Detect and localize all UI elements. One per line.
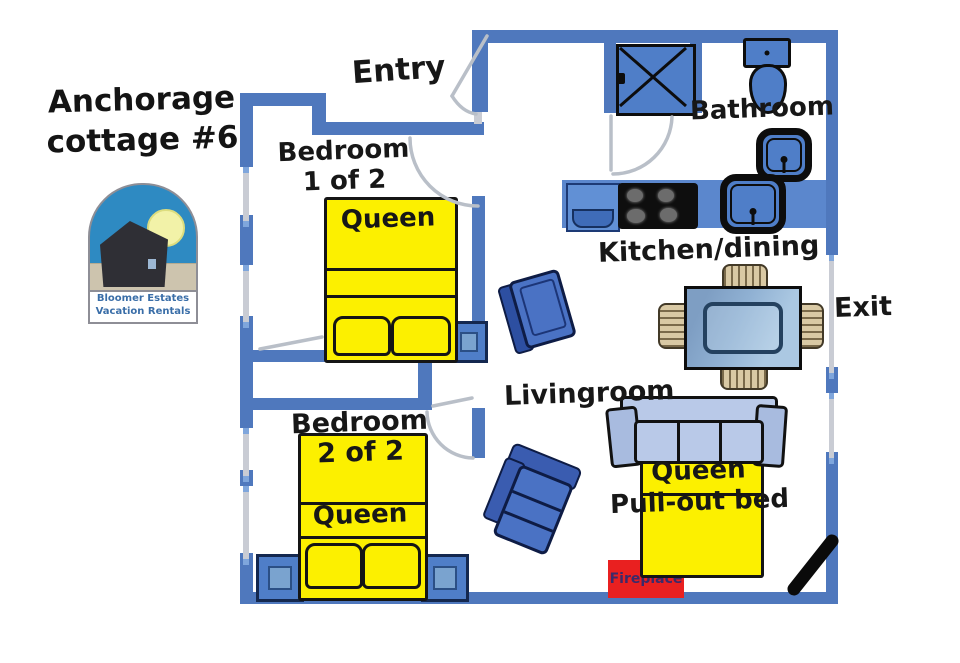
wall-segment bbox=[240, 316, 253, 428]
window-segment bbox=[829, 255, 834, 379]
page-title-line1: Anchorage bbox=[47, 79, 236, 121]
window-segment bbox=[243, 167, 249, 227]
pullout-bed bbox=[640, 458, 764, 578]
brand-name: Bloomer Estates Vacation Rentals bbox=[88, 290, 198, 324]
pillow bbox=[391, 316, 451, 356]
armchair bbox=[496, 268, 578, 356]
pillow bbox=[333, 316, 391, 356]
armchair-cushion bbox=[518, 277, 568, 337]
faucet-icon bbox=[751, 213, 755, 225]
window-segment bbox=[243, 265, 249, 328]
dining-chair-top bbox=[722, 264, 768, 290]
nightstand bbox=[256, 554, 304, 602]
dining-table-inner bbox=[703, 302, 783, 354]
toilet-flush-button bbox=[764, 50, 770, 56]
shower-handle-icon bbox=[617, 73, 625, 84]
page-title: Anchorage cottage #6 bbox=[35, 77, 249, 163]
window-segment bbox=[243, 428, 249, 482]
pullout-bed-label: Queen Pull-out bed bbox=[589, 452, 809, 522]
bathroom-sink bbox=[756, 128, 812, 182]
bedroom2-number: 2 of 2 bbox=[316, 435, 405, 470]
shower bbox=[616, 44, 696, 116]
bedroom2-door-arc bbox=[425, 410, 475, 460]
kitchen-dining-label: Kitchen/dining bbox=[597, 230, 820, 269]
burner-icon bbox=[627, 209, 645, 223]
bed-fold-line bbox=[301, 502, 425, 505]
bedroom2-bed-label: Queen bbox=[312, 498, 408, 532]
toilet-tank bbox=[743, 38, 791, 68]
window-segment bbox=[474, 112, 482, 124]
faucet-icon bbox=[749, 208, 757, 215]
dining-chair-left bbox=[658, 303, 688, 349]
bedroom1-name: Bedroom bbox=[277, 133, 410, 169]
burner-icon bbox=[627, 189, 643, 202]
bed-queen-1 bbox=[324, 197, 458, 363]
burner-icon bbox=[660, 208, 677, 222]
wall-segment bbox=[240, 215, 253, 265]
window-segment bbox=[243, 486, 249, 565]
wall-segment bbox=[312, 122, 484, 135]
kitchen-sink bbox=[720, 174, 786, 234]
page-title-line2: cottage #6 bbox=[46, 119, 239, 161]
dining-table bbox=[684, 286, 802, 370]
house-window bbox=[148, 259, 156, 269]
toilet-bowl bbox=[749, 64, 787, 114]
nightstand-top bbox=[433, 566, 457, 590]
bed-fold-line bbox=[643, 493, 761, 496]
bed-queen-2 bbox=[298, 433, 428, 601]
bedroom1-label: Bedroom 1 of 2 bbox=[275, 134, 413, 199]
bedroom2-name: Bedroom bbox=[290, 404, 429, 441]
pillow bbox=[305, 543, 363, 589]
wall-segment bbox=[240, 398, 432, 410]
faucet-icon bbox=[780, 156, 788, 163]
bedroom1-door-leaf bbox=[258, 335, 324, 351]
faucet-icon bbox=[782, 161, 786, 173]
bed-fold-line bbox=[301, 536, 425, 539]
sofa-seat bbox=[634, 420, 764, 464]
wall-segment bbox=[240, 93, 253, 167]
armchair-cushion-line bbox=[503, 510, 554, 533]
nightstand-top bbox=[268, 566, 292, 590]
brand-name-line1: Bloomer Estates bbox=[96, 293, 190, 304]
pullout-line2: Pull-out bed bbox=[609, 483, 790, 521]
wall-segment bbox=[826, 452, 838, 604]
brand-logo: Bloomer Estates Vacation Rentals bbox=[88, 183, 198, 324]
wall-segment bbox=[472, 196, 485, 362]
bathroom-label: Bathroom bbox=[689, 91, 835, 127]
nightstand-top bbox=[460, 331, 478, 353]
kitchen-sink-basin bbox=[566, 183, 620, 232]
bedroom2-label: Bedroom 2 of 2 bbox=[287, 404, 433, 471]
bed-fold-line bbox=[327, 268, 455, 271]
wall-segment bbox=[826, 43, 838, 255]
wall-segment bbox=[240, 553, 253, 604]
exit-label: Exit bbox=[833, 290, 893, 325]
stove bbox=[618, 183, 698, 229]
bed-fold-line bbox=[327, 295, 455, 298]
basin-bowl bbox=[572, 209, 614, 228]
armchair-cushion-line bbox=[512, 490, 562, 513]
cushion-divider bbox=[719, 423, 722, 461]
armchair bbox=[477, 441, 583, 557]
pillow bbox=[362, 543, 421, 589]
burner-icon bbox=[658, 189, 674, 202]
window-segment bbox=[829, 393, 834, 464]
wall-segment bbox=[246, 93, 326, 106]
wall-segment bbox=[472, 408, 485, 458]
wall-segment bbox=[604, 43, 616, 113]
bedroom1-door-arc bbox=[408, 136, 480, 208]
bedroom1-number: 1 of 2 bbox=[302, 164, 387, 198]
bedroom2-door-leaf bbox=[431, 396, 474, 408]
cushion-divider bbox=[677, 423, 680, 461]
logo-arch bbox=[88, 183, 198, 294]
brand-name-line2: Vacation Rentals bbox=[95, 306, 191, 317]
nightstand bbox=[421, 554, 469, 602]
entry-label: Entry bbox=[350, 48, 447, 92]
bedroom1-bed-label: Queen bbox=[340, 202, 436, 236]
bathroom-door-arc bbox=[611, 115, 674, 176]
livingroom-label: Livingroom bbox=[503, 375, 675, 412]
